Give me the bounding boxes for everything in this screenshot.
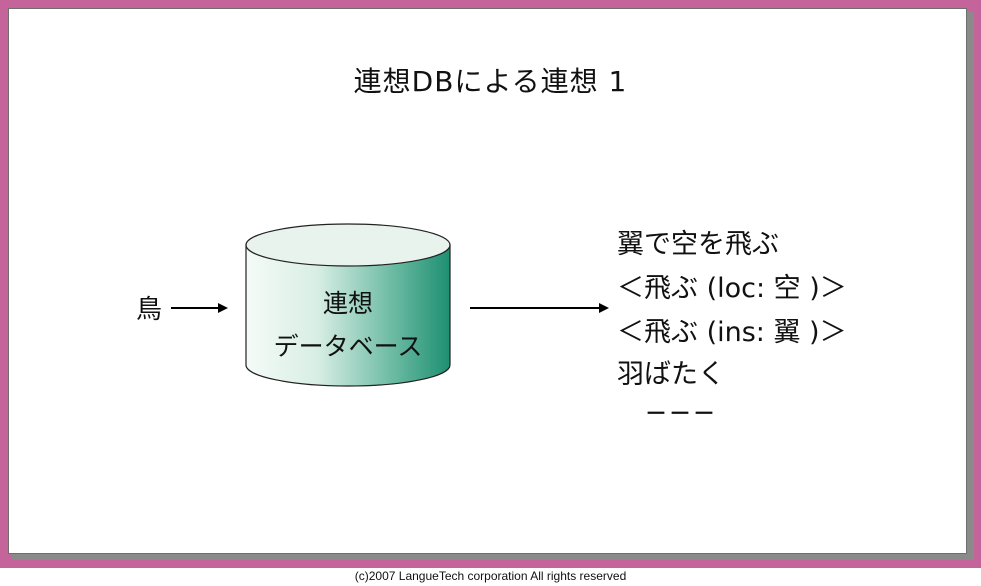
slide-title: 連想DBによる連想 1: [353, 65, 628, 98]
input-word: 鳥: [136, 295, 163, 325]
cylinder-top: [245, 223, 451, 267]
database-label-line1: 連想: [322, 289, 373, 318]
input-arrow: [171, 303, 228, 313]
output-arrow: [470, 303, 609, 313]
output-item-1: 翼で空を飛ぶ: [617, 229, 779, 260]
cylinder-body: [245, 244, 451, 387]
input-arrow-head: [218, 303, 228, 313]
more-indicator: －－－: [645, 402, 718, 427]
output-arrow-head: [599, 303, 609, 313]
slide-panel: [8, 8, 967, 554]
output-item-2: ＜飛ぶ (loc: 空 )＞: [617, 273, 847, 304]
output-item-4: 羽ばたく: [617, 359, 725, 390]
copyright-footer: (c)2007 LangueTech corporation All right…: [354, 569, 627, 583]
output-item-3: ＜飛ぶ (ins: 翼 )＞: [617, 317, 847, 348]
database-label-line2: データベース: [273, 332, 423, 361]
database-cylinder-icon: [245, 223, 451, 387]
